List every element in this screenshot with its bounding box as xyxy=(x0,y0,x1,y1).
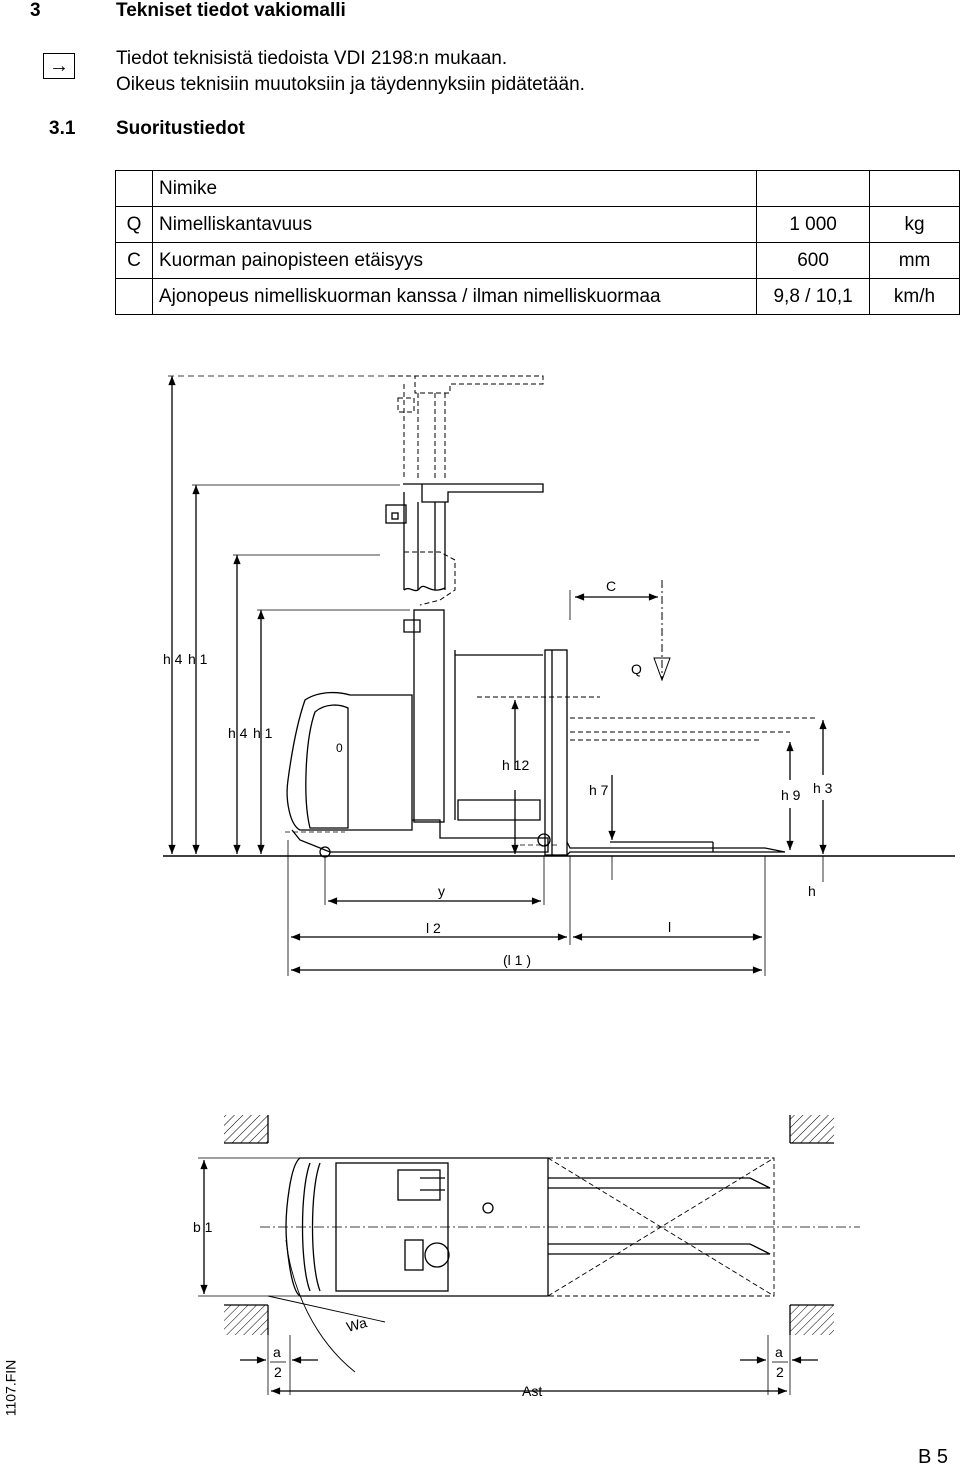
dim-a-right-label: a xyxy=(775,1344,783,1360)
dim-h12-label: h 12 xyxy=(502,757,529,773)
dim-a-left-label: a xyxy=(273,1344,281,1360)
page-number: B 5 xyxy=(917,1446,948,1468)
value-cell: 1 000 xyxy=(756,206,871,243)
symbol-cell: C xyxy=(115,242,153,279)
dim-wa-label: Wa xyxy=(345,1314,369,1335)
dim-y-label: y xyxy=(438,883,445,899)
section-number: 3.1 xyxy=(49,118,76,139)
label-cell: Nimelliskantavuus xyxy=(151,206,758,243)
dim-two-right-label: 2 xyxy=(776,1364,784,1380)
dim-h1-outer-label: h 1 xyxy=(188,651,208,667)
dim-h-label: h xyxy=(808,883,816,899)
arrow-right-icon: → xyxy=(43,53,75,79)
dim-c-label: C xyxy=(606,578,616,594)
dim-b1-label: b 1 xyxy=(193,1219,213,1235)
dim-l2-label: l 2 xyxy=(426,920,441,936)
dim-h3-label: h 3 xyxy=(813,780,833,796)
dim-l-label: l xyxy=(668,919,671,935)
dim-l1-label: (l 1 ) xyxy=(503,952,531,968)
dim-h4-outer-label: h 4 xyxy=(163,651,183,667)
unit-cell: mm xyxy=(869,242,960,279)
unit-cell: km/h xyxy=(869,278,960,315)
chapter-title: Tekniset tiedot vakiomalli xyxy=(116,0,346,21)
top-view xyxy=(198,1115,860,1395)
unit-cell xyxy=(869,170,960,207)
specs-table: Nimike Q Nimelliskantavuus 1 000 kg C Ku… xyxy=(115,170,960,315)
dim-h4-inner-label: h 4 xyxy=(228,725,248,741)
symbol-cell: Q xyxy=(115,206,153,243)
dim-h7-label: h 7 xyxy=(589,782,609,798)
table-row: Q Nimelliskantavuus 1 000 kg xyxy=(115,206,960,243)
side-view: 0 xyxy=(163,375,955,976)
chapter-number: 3 xyxy=(30,0,41,21)
note-line-2: Oikeus teknisiin muutoksiin ja täydennyk… xyxy=(116,74,585,95)
label-cell: Kuorman painopisteen etäisyys xyxy=(151,242,758,279)
table-row: Ajonopeus nimelliskuorman kanssa / ilman… xyxy=(115,278,960,315)
table-row: C Kuorman painopisteen etäisyys 600 mm xyxy=(115,242,960,279)
dim-ast-label: Ast xyxy=(522,1383,542,1399)
document-code: 1107.FIN xyxy=(2,1359,19,1417)
section-title: Suoritustiedot xyxy=(116,118,245,139)
label-cell: Nimike xyxy=(151,170,758,207)
label-cell: Ajonopeus nimelliskuorman kanssa / ilman… xyxy=(151,278,758,315)
load-q-label: Q xyxy=(631,661,642,677)
dim-two-left-label: 2 xyxy=(274,1364,282,1380)
svg-text:0: 0 xyxy=(336,741,343,755)
value-cell: 600 xyxy=(756,242,871,279)
value-cell: 9,8 / 10,1 xyxy=(756,278,871,315)
dim-h1-inner-label: h 1 xyxy=(253,725,273,741)
dim-h9-label: h 9 xyxy=(781,787,801,803)
note-line-1: Tiedot teknisistä tiedoista VDI 2198:n m… xyxy=(116,48,508,69)
